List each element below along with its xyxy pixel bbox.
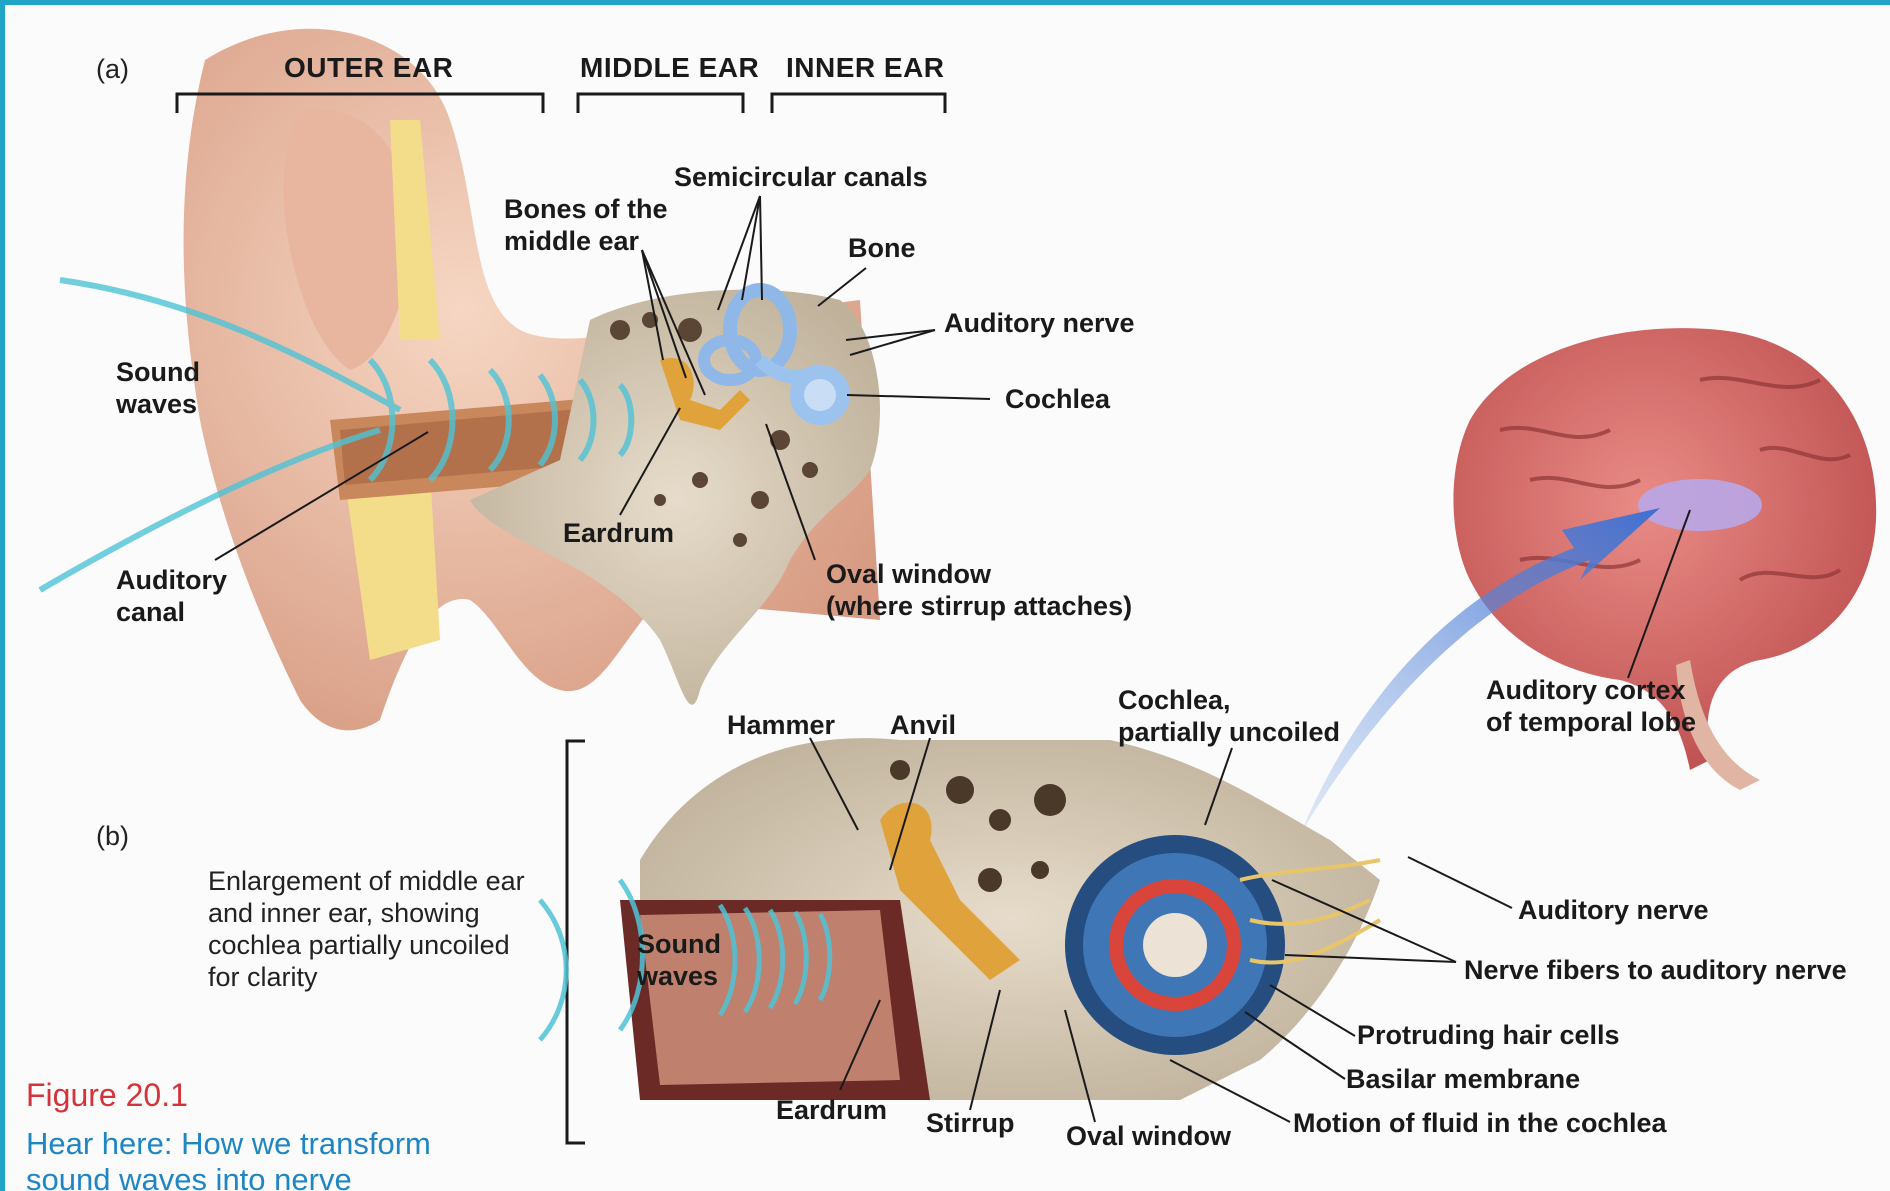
leader-lines-a xyxy=(214,195,991,561)
label-cochlea-b-2: partially uncoiled xyxy=(1118,717,1341,747)
label-bone: Bone xyxy=(848,233,916,263)
label-auditory-cortex-1: Auditory cortex xyxy=(1486,675,1686,705)
part-a-label: (a) xyxy=(96,54,129,84)
figure-caption: Hear here: How we transform sound waves … xyxy=(26,1126,431,1191)
label-eardrum-b: Eardrum xyxy=(776,1095,888,1125)
label-cochlea-a: Cochlea xyxy=(1005,384,1111,414)
label-oval-window-b: Oval window xyxy=(1066,1121,1232,1151)
inner-ear-drawing xyxy=(698,283,850,425)
label-cochlea-b-1: Cochlea, xyxy=(1118,685,1231,715)
leader-line-cortex xyxy=(1627,509,1691,679)
label-anvil: Anvil xyxy=(890,710,957,740)
label-hair-cells: Protruding hair cells xyxy=(1357,1020,1620,1050)
outer-ear-header: OUTER EAR xyxy=(284,52,454,83)
temporal-bone-drawing xyxy=(470,289,880,705)
part-b-label: (b) xyxy=(96,821,129,851)
label-sound-waves-a-2: waves xyxy=(116,389,198,419)
label-auditory-canal-1: Auditory xyxy=(116,565,227,595)
label-semicircular-canals: Semicircular canals xyxy=(674,162,928,192)
label-stirrup: Stirrup xyxy=(926,1108,1015,1138)
enlargement-text-3: cochlea partially uncoiled xyxy=(208,930,510,960)
label-hammer: Hammer xyxy=(727,710,836,740)
enlargement-text-1: Enlargement of middle ear xyxy=(208,866,525,896)
leader-lines-b xyxy=(809,737,1513,1123)
label-auditory-cortex-2: of temporal lobe xyxy=(1486,707,1697,737)
inner-ear-header: INNER EAR xyxy=(786,52,945,83)
label-oval-window-a-1: Oval window xyxy=(826,559,992,589)
label-oval-window-a-2: (where stirrup attaches) xyxy=(826,591,1133,621)
figure-number: Figure 20.1 xyxy=(26,1077,188,1113)
label-nerve-fibers: Nerve fibers to auditory nerve xyxy=(1464,955,1847,985)
label-bones-middle-ear-2: middle ear xyxy=(504,226,640,256)
enlargement-bracket xyxy=(565,739,585,1145)
enlargement-text-4: for clarity xyxy=(208,962,318,992)
enlargement-text-2: and inner ear, showing xyxy=(208,898,480,928)
label-auditory-canal-2: canal xyxy=(116,597,186,627)
label-basilar-membrane: Basilar membrane xyxy=(1346,1064,1581,1094)
ossicles-drawing xyxy=(660,358,750,430)
label-eardrum-a: Eardrum xyxy=(563,518,675,548)
label-sound-waves-b-1: Sound xyxy=(637,929,721,959)
label-sound-waves-a-1: Sound xyxy=(116,357,200,387)
sound-waves-a xyxy=(38,277,635,593)
middle-ear-header: MIDDLE EAR xyxy=(580,52,760,83)
label-auditory-nerve-a: Auditory nerve xyxy=(944,308,1135,338)
enlargement-drawing xyxy=(620,738,1382,1100)
label-fluid-motion: Motion of fluid in the cochlea xyxy=(1293,1108,1667,1138)
brain-drawing xyxy=(1453,328,1877,790)
label-sound-waves-b-2: waves xyxy=(637,961,719,991)
label-bones-middle-ear-1: Bones of the xyxy=(504,194,668,224)
region-brackets xyxy=(175,92,947,113)
sound-waves-b xyxy=(538,878,833,1042)
label-auditory-nerve-b: Auditory nerve xyxy=(1518,895,1709,925)
